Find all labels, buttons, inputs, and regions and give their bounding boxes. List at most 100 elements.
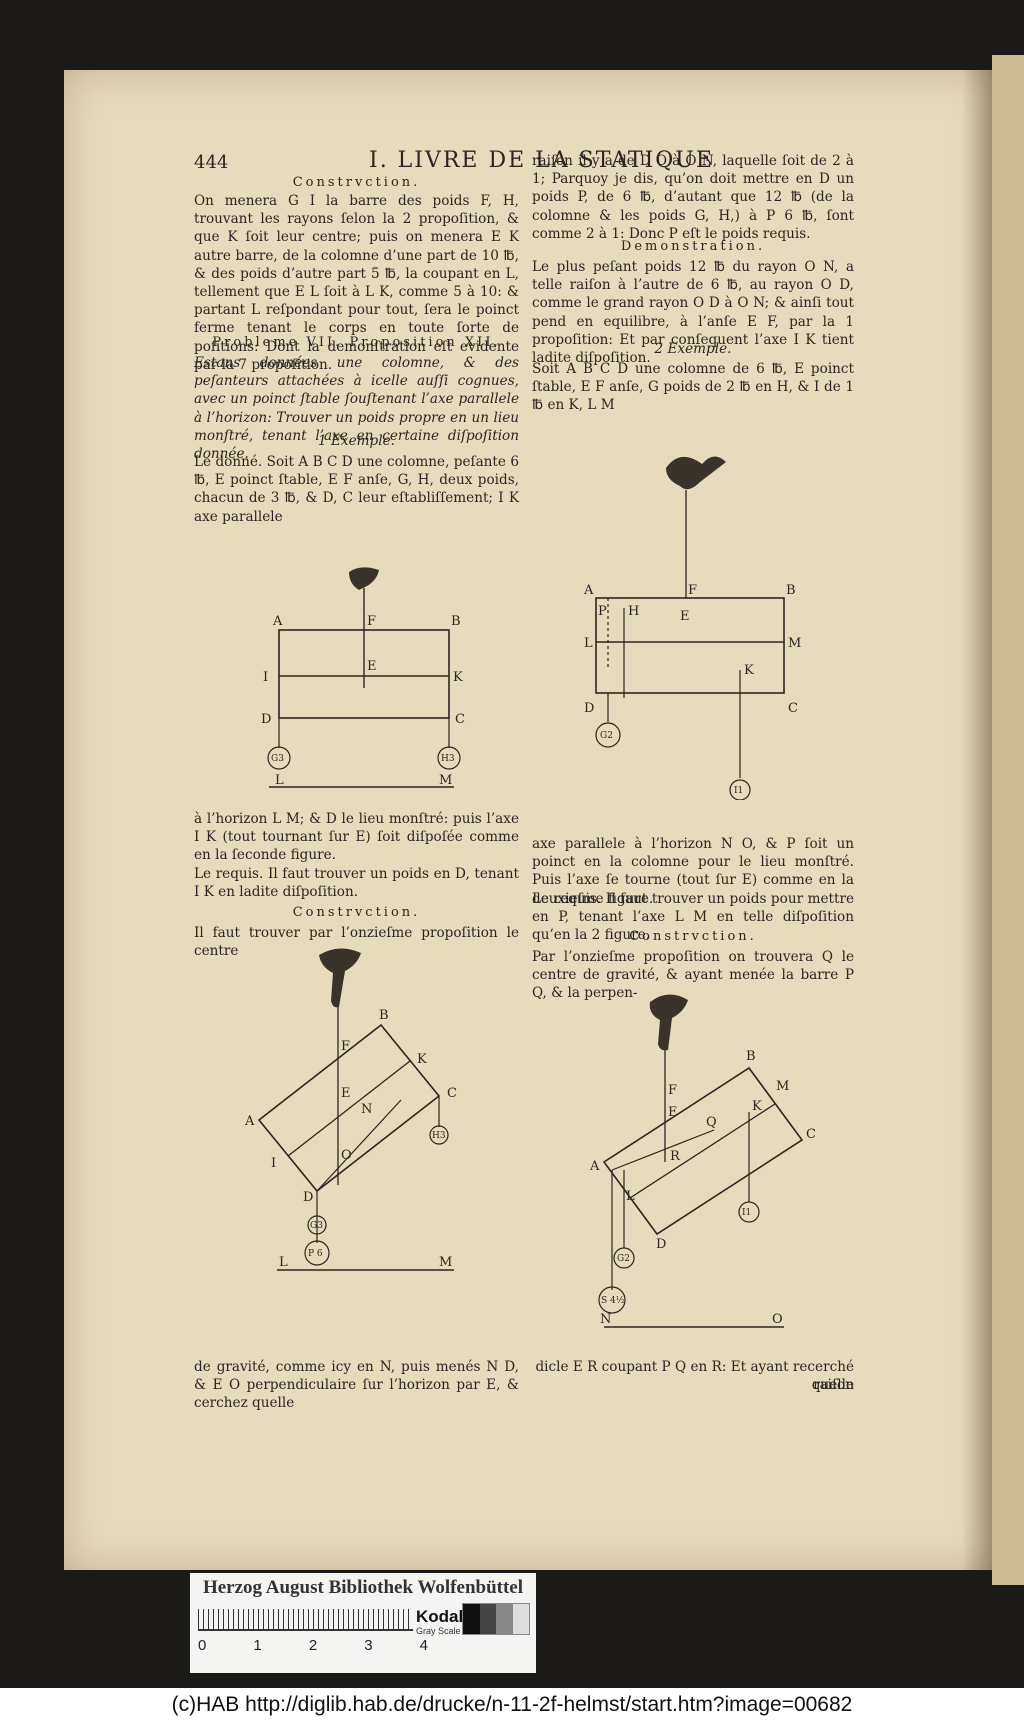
fig2-label-i: I	[271, 1156, 276, 1171]
fig4-label-d: D	[656, 1237, 666, 1252]
fig3-label-m: M	[788, 636, 801, 651]
fig3-label-f: F	[688, 583, 697, 598]
fig2-label-d: D	[303, 1190, 313, 1205]
after-fig1-text: à l’horizon L M; & D le lieu monſtré: pu…	[194, 811, 519, 864]
fig4-label-b: B	[746, 1049, 756, 1064]
gray-patches	[462, 1603, 530, 1635]
left-bottom-text: de gravité, comme icy en N, puis menés N…	[194, 1359, 519, 1412]
fig4-label-r: R	[670, 1149, 681, 1164]
fig4-label-k: K	[752, 1099, 762, 1114]
right-construction-text: Par l’onzieſme propoſition on trouvera Q…	[532, 949, 854, 1002]
fig2-label-b: B	[379, 1008, 389, 1023]
ruler-numbers: 0 1 2 3 4	[198, 1637, 428, 1654]
fig1-weight-g: G3	[271, 754, 284, 764]
scale-card: Herzog August Bibliothek Wolfenbüttel 0 …	[190, 1573, 536, 1673]
fig3-weight-i: I1	[734, 786, 743, 796]
demonstration-heading: Demonstration.	[620, 239, 766, 254]
fig1-label-e: E	[367, 659, 377, 674]
right-construction-heading: Constrvction.	[629, 929, 757, 944]
hand-icon	[349, 567, 379, 590]
book-page: 444 I. LIVRE DE LA STATIQUE Constrvction…	[64, 70, 992, 1570]
fig3-weight-g: G2	[600, 731, 613, 741]
scale-card-title: Herzog August Bibliothek Wolfenbüttel	[202, 1577, 524, 1598]
figure-4: A B C D E F K L M Q R G2 I1 S 4½ N O	[589, 994, 816, 1328]
hand-icon	[666, 456, 726, 490]
page-number: 444	[194, 152, 229, 173]
fig4-label-a: A	[589, 1159, 600, 1174]
fig3-label-a: A	[584, 583, 594, 598]
fig2-weight-p: P 6	[308, 1249, 323, 1259]
probleme-text: Estans données une colomne, & des peſant…	[194, 355, 519, 463]
fig4-weight-g: G2	[617, 1254, 630, 1264]
kodak-subtitle: Gray Scale	[416, 1626, 461, 1636]
probleme-heading: Probleme VII. Proposition XII.	[212, 335, 501, 350]
fig2-label-n: N	[361, 1102, 372, 1117]
fig4-label-f: F	[668, 1083, 677, 1098]
exemple1-text: Le donné. Soit A B C D une colomne, peſa…	[194, 454, 519, 525]
exemple2-text: Soit A B C D une colomne de 6 ℔, E poinc…	[532, 361, 854, 414]
exemple1-heading: 1 Exemple.	[318, 433, 395, 449]
ruler-tick-1: 1	[253, 1637, 262, 1654]
fig2-weight-g: G3	[310, 1221, 323, 1231]
fig4-label-q: Q	[706, 1115, 717, 1130]
hand-icon	[649, 994, 688, 1051]
fig1-label-m: M	[439, 773, 452, 788]
fig2-label-l: L	[279, 1255, 288, 1270]
fig3-label-c: C	[788, 701, 798, 716]
fig2-label-m: M	[439, 1255, 452, 1270]
fig3-label-e: E	[680, 609, 690, 624]
fig1-label-a: A	[272, 614, 283, 629]
fig3-label-l: L	[584, 636, 593, 651]
left-construction-heading: Constrvction.	[292, 175, 421, 190]
ruler-tick-2: 2	[308, 1637, 318, 1654]
fig2-label-f: F	[341, 1039, 350, 1054]
fig4-label-o: O	[772, 1312, 783, 1327]
right-requis-text: Le requis. Il faut trouver un poids pour…	[532, 891, 854, 944]
left-construction-text: On menera G I la barre des poids F, H, t…	[194, 193, 519, 373]
hand-icon	[319, 948, 361, 1008]
figure-1: A F B E I K D C G3 H3 L M	[261, 567, 465, 788]
fig1-label-d: D	[261, 712, 271, 727]
page-gutter-shadow	[962, 70, 992, 1570]
ruler	[198, 1609, 413, 1631]
kodak-logo: Kodak	[416, 1607, 468, 1626]
fig2-label-a: A	[244, 1114, 255, 1129]
exemple2-heading: 2 Exemple.	[654, 341, 732, 357]
figure-3: A F B P H E L M K D C G2 I1 N O	[584, 456, 801, 800]
fig3-label-p: P	[598, 604, 607, 619]
catchword: raiſon	[813, 1377, 854, 1393]
left-requis-text: Le requis. Il faut trouver un poids en D…	[194, 866, 519, 901]
right-bottom-text: dicle E R coupant P Q en R: Et ayant rec…	[535, 1359, 854, 1394]
ruler-tick-0: 0	[198, 1637, 207, 1654]
fig1-label-l: L	[275, 773, 284, 788]
fig4-weight-s: S 4½	[601, 1295, 625, 1306]
fig4-label-m: M	[776, 1079, 789, 1094]
fig4-weight-i: I1	[742, 1208, 751, 1218]
fig1-label-c: C	[455, 712, 465, 727]
fig3-label-d: D	[584, 701, 594, 716]
fig2-label-k: K	[417, 1052, 427, 1067]
fig4-label-e: E	[668, 1105, 678, 1120]
left-construction2-text: Il faut trouver par l’onzieſme propoſiti…	[194, 925, 519, 960]
fig2-label-e: E	[341, 1086, 351, 1101]
fig4-label-l: L	[626, 1189, 635, 1204]
figure-2: A B C D E F I K N O H3 G3 P 6 L M	[244, 948, 457, 1271]
ruler-tick-4: 4	[419, 1637, 428, 1654]
fig1-label-f: F	[367, 614, 376, 629]
fig1-label-k: K	[453, 670, 463, 685]
left-construction2-heading: Constrvction.	[292, 905, 421, 920]
fig1-label-b: B	[451, 614, 461, 629]
fig4-label-c: C	[806, 1127, 816, 1142]
fig2-label-c: C	[447, 1086, 457, 1101]
fig3-label-b: B	[786, 583, 796, 598]
demonstration-text: Le plus peſant poids 12 ℔ du rayon O N, …	[532, 259, 854, 367]
ruler-tick-3: 3	[364, 1637, 373, 1654]
copyright-footer: (c)HAB http://diglib.hab.de/drucke/n-11-…	[0, 1688, 1024, 1722]
fig1-label-i: I	[263, 670, 268, 685]
fig3-label-k: K	[744, 663, 754, 678]
fig2-label-o: O	[341, 1148, 352, 1163]
fig1-weight-h: H3	[441, 754, 455, 764]
fig2-weight-h: H3	[432, 1131, 446, 1141]
fig3-label-h: H	[628, 604, 639, 619]
right-top-text: raiſon il y a de D O à O N, laquelle ſoi…	[532, 153, 854, 242]
